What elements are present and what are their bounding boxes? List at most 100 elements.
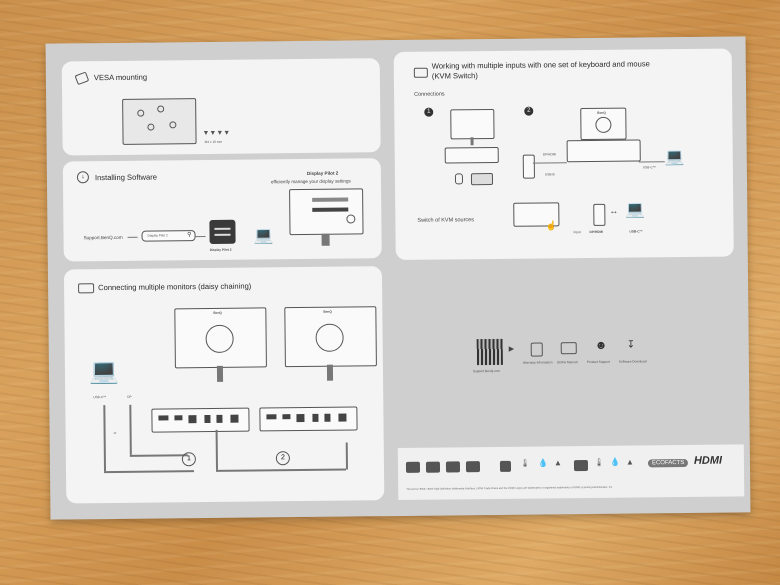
monitor-stand	[470, 137, 474, 146]
altitude-icon: ▲	[625, 457, 634, 467]
support-url: Support.BenQ.com	[83, 234, 123, 241]
port	[230, 414, 239, 423]
cable	[532, 162, 567, 164]
monitor-2: BenQ	[284, 306, 377, 368]
kvm-icon	[413, 67, 428, 78]
monitor-icon	[573, 460, 589, 472]
support-qr-url: Support.BenQ.com	[472, 368, 501, 374]
screw-hole	[157, 105, 165, 113]
screw-hole	[169, 121, 177, 129]
pc-tower-icon	[593, 203, 606, 226]
cable	[104, 470, 195, 473]
monitor-stand	[321, 233, 330, 246]
port	[312, 413, 319, 422]
kvm-title-line1: Working with multiple inputs with one se…	[431, 59, 650, 71]
play-arrow-icon: ▶	[508, 345, 515, 353]
pc-tower-icon	[522, 154, 535, 179]
cable	[345, 442, 348, 470]
cable	[215, 468, 347, 472]
step-1-badge: 1	[181, 452, 196, 467]
monitor-icon	[465, 461, 481, 473]
menu-bar	[312, 207, 349, 212]
monitor-1-ports	[151, 407, 250, 433]
port	[282, 414, 291, 420]
daisy-title: Connecting multiple monitors (daisy chai…	[98, 281, 252, 293]
support-item-warranty: Warranty Information	[522, 360, 553, 365]
kvm-dp-hdmi: DP/HDMI	[542, 152, 557, 157]
dp-label: DP	[127, 394, 132, 399]
kvm-input-usbc: USB-C™	[629, 229, 643, 234]
laptop-icon: 💻	[253, 227, 274, 245]
promo-title: Display Pilot 2	[306, 170, 339, 176]
port	[266, 414, 277, 420]
quick-start-sheet: VESA mounting ▼▼▼▼ M4 x 10 mm ↓ Installi…	[45, 36, 751, 520]
usbc-label: USB-C™	[93, 395, 107, 400]
kvm-input-dp: DP/HDMI	[589, 229, 604, 234]
arrow-line	[195, 236, 206, 237]
support-item-software: Software Download	[618, 359, 647, 364]
port	[216, 414, 223, 423]
vesa-screw-spec: M4 x 10 mm	[204, 139, 223, 145]
screw-hole	[137, 109, 145, 117]
monitor-1: BenQ	[174, 307, 267, 369]
monitor-icon	[425, 461, 441, 473]
laptop-icon: 💻	[664, 148, 685, 167]
support-item-manual: Online Manual	[556, 360, 578, 365]
keyboard-icon	[470, 173, 494, 186]
daisy-chain-panel: Connecting multiple monitors (daisy chai…	[63, 266, 385, 504]
vesa-diagram	[122, 98, 197, 145]
warranty-icon	[530, 342, 543, 357]
kvm-switch-label: Switch of KVM sources	[417, 217, 474, 224]
bottom-strip: 🌡 💧 ▲ 🌡 💧 ▲ ECOFACTS HDMI The terms HDMI…	[397, 444, 745, 501]
laptop-icon: 💻	[88, 357, 119, 386]
port	[174, 415, 183, 421]
port	[338, 413, 347, 422]
software-search-box: Display Pilot 2 ⚲	[141, 230, 196, 242]
stand-ring	[595, 116, 612, 133]
monitor-1-brand: BenQ	[213, 310, 222, 315]
humidity-icon: 💧	[609, 457, 620, 467]
monitor-2-stand	[326, 364, 334, 381]
kvm-step-2: 2	[524, 106, 534, 116]
monitor-icon	[405, 461, 421, 473]
support-person-icon: ☻	[594, 337, 608, 352]
kvm-step-1: 1	[424, 107, 434, 117]
power-icon	[499, 460, 512, 472]
humidity-icon: 💧	[537, 458, 548, 468]
kvm-connections-label: Connections	[414, 91, 445, 98]
monitor-icon	[445, 461, 461, 473]
app-slider	[214, 233, 231, 236]
altitude-icon: ▲	[553, 458, 562, 468]
ecofacts-logo: ECOFACTS	[647, 458, 689, 468]
search-icon: ⚲	[187, 232, 192, 239]
kvm-monitor-2: BenQ	[580, 107, 627, 141]
support-item-product: Product Support	[586, 359, 610, 365]
monitor-2-stand-ring	[315, 323, 344, 352]
manual-icon	[560, 342, 577, 355]
software-panel: ↓ Installing Software Support.BenQ.com D…	[62, 158, 382, 262]
vesa-panel: VESA mounting ▼▼▼▼ M4 x 10 mm	[61, 58, 381, 156]
download-icon: ↓	[76, 171, 89, 184]
port	[296, 413, 305, 423]
monitor-2-brand: BenQ	[323, 309, 332, 314]
vesa-title: VESA mounting	[93, 72, 148, 83]
app-slider	[214, 227, 231, 230]
cable	[638, 161, 665, 163]
port	[188, 415, 197, 424]
mouse-icon	[454, 173, 464, 185]
hdmi-logo: HDMI	[693, 454, 723, 467]
port	[204, 414, 211, 424]
menu-knob	[346, 214, 356, 224]
cable	[215, 429, 218, 470]
hand-pointer-icon: ☝	[545, 220, 557, 231]
kvm-usbc: USB-C™	[642, 165, 656, 170]
cable	[129, 454, 188, 457]
screw-hole	[147, 123, 155, 131]
kvm-input-label: Input	[573, 230, 581, 235]
cable	[129, 404, 132, 455]
monitor-1-stand-ring	[205, 324, 234, 354]
or-label: or	[113, 430, 117, 435]
promo-subtitle: efficiently manage your display settings	[270, 178, 351, 185]
arrow-line	[127, 236, 138, 238]
qr-code	[476, 338, 503, 366]
